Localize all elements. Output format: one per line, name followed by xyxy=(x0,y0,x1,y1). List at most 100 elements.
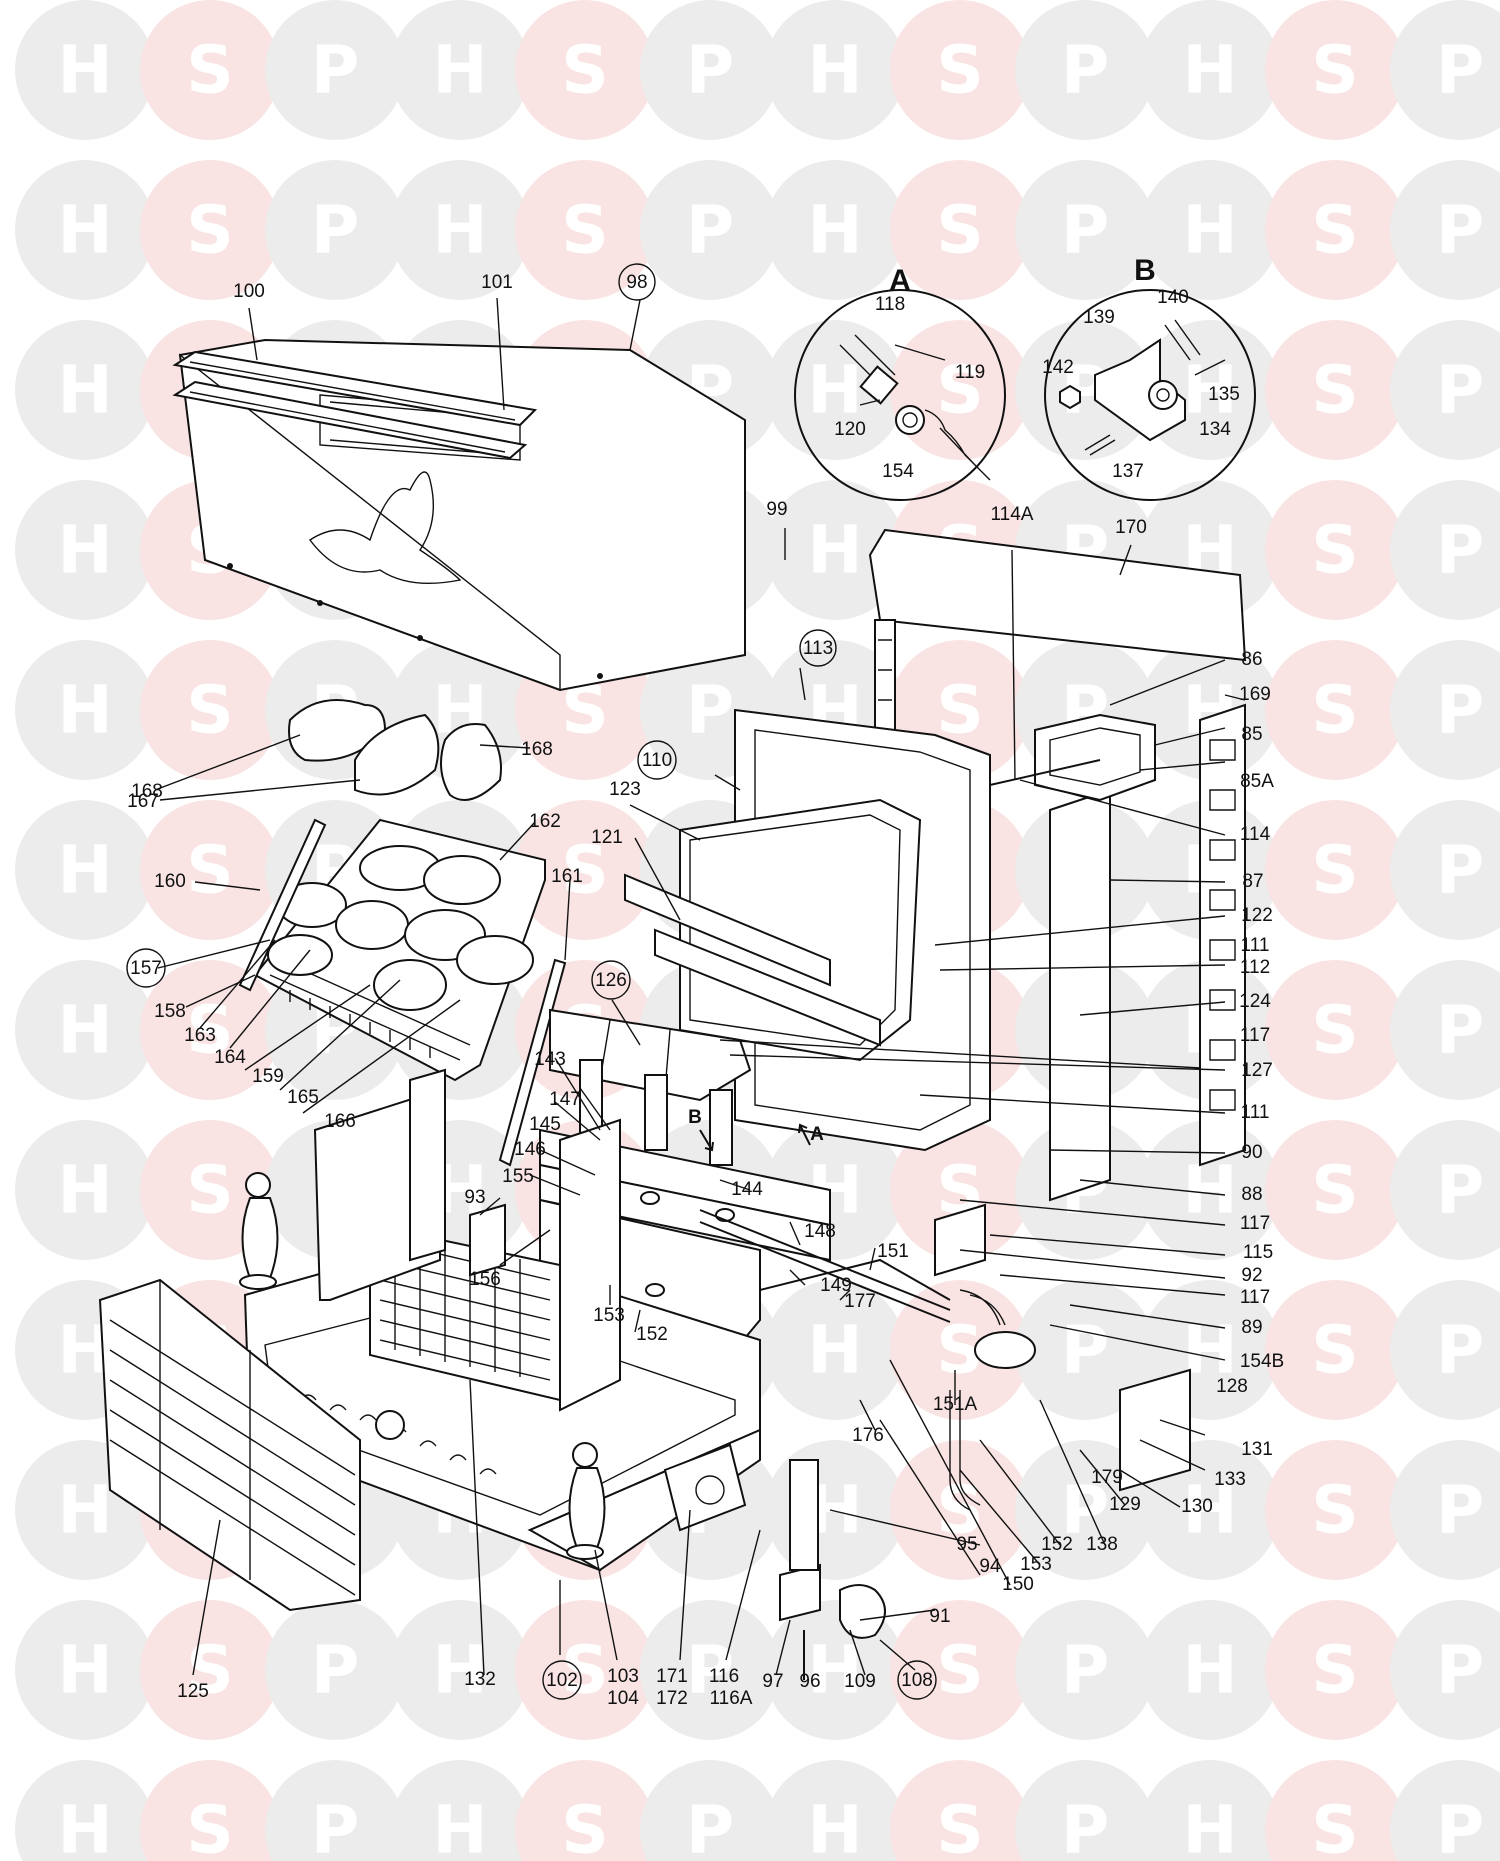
watermark-letter: S xyxy=(1311,32,1359,109)
callout-circle-157 xyxy=(126,948,166,988)
label-103: 103 xyxy=(607,1666,639,1687)
label-96: 96 xyxy=(799,1671,820,1692)
watermark-circle xyxy=(1265,0,1405,140)
label-128: 128 xyxy=(1216,1376,1248,1397)
watermark-circle xyxy=(390,160,530,300)
label-165: 165 xyxy=(287,1087,319,1108)
watermark-letter: S xyxy=(1311,1152,1359,1229)
label-135: 135 xyxy=(1208,384,1240,405)
watermark-circle xyxy=(15,0,155,140)
inset-a-title: A xyxy=(889,264,911,297)
watermark-letter: H xyxy=(1182,32,1237,109)
watermark-letter: H xyxy=(57,1152,112,1229)
watermark-circle xyxy=(1265,1760,1405,1861)
label-153a: 153 xyxy=(1020,1554,1052,1575)
watermark-circle xyxy=(1265,320,1405,460)
watermark-circle xyxy=(765,1760,905,1861)
watermark-letter: H xyxy=(57,832,112,909)
watermark-circle xyxy=(15,800,155,940)
watermark-circle xyxy=(265,0,405,140)
watermark-letter: P xyxy=(1436,32,1484,109)
watermark-letter: S xyxy=(561,1792,609,1861)
label-88: 88 xyxy=(1241,1184,1262,1205)
watermark-letter: S xyxy=(1311,192,1359,269)
gas-valve-assembly xyxy=(934,1203,1191,1511)
label-143: 143 xyxy=(534,1049,566,1070)
watermark-circle xyxy=(390,1760,530,1861)
watermark-letter: H xyxy=(1182,1472,1237,1549)
watermark-letter: P xyxy=(1436,352,1484,429)
label-116: 116 xyxy=(709,1666,739,1687)
watermark-letter: S xyxy=(1311,352,1359,429)
label-131: 131 xyxy=(1241,1439,1273,1460)
label-168b: 168 xyxy=(131,781,163,802)
watermark-letter: S xyxy=(186,1152,234,1229)
label-169: 169 xyxy=(1239,684,1271,705)
label-162: 162 xyxy=(529,811,561,832)
label-127: 127 xyxy=(1241,1060,1273,1081)
label-145: 145 xyxy=(529,1114,561,1135)
watermark-circle xyxy=(140,160,280,300)
watermark-letter: H xyxy=(807,1632,862,1709)
watermark-letter: H xyxy=(432,32,487,109)
label-87: 87 xyxy=(1242,871,1263,892)
watermark-letter: P xyxy=(1436,832,1484,909)
label-89: 89 xyxy=(1241,1317,1262,1338)
label-170: 170 xyxy=(1115,517,1147,538)
watermark-circle xyxy=(890,1120,1030,1260)
watermark-letter: S xyxy=(936,1792,984,1861)
watermark-letter: S xyxy=(186,832,234,909)
label-151a: 151A xyxy=(933,1394,978,1415)
label-125: 125 xyxy=(177,1681,209,1702)
leader-lines xyxy=(154,297,1246,1676)
watermark-letter: H xyxy=(807,192,862,269)
label-154b: 154B xyxy=(1240,1351,1284,1372)
watermark-letter: S xyxy=(186,672,234,749)
watermark-letter: H xyxy=(57,1472,112,1549)
watermark-circle xyxy=(1390,0,1500,140)
label-117a: 117 xyxy=(1240,1025,1270,1046)
fuel-bed-coals xyxy=(267,845,534,1011)
label-139: 139 xyxy=(1083,307,1115,328)
watermark-letter: S xyxy=(1311,832,1359,909)
label-179: 179 xyxy=(1091,1467,1123,1488)
label-93: 93 xyxy=(464,1187,485,1208)
watermark-letter: S xyxy=(1311,512,1359,589)
part-labels: 100 101 98 99 114A 170 113 86 169 85 85A… xyxy=(126,263,1284,1709)
label-86: 86 xyxy=(1241,649,1262,670)
watermark-letter: S xyxy=(561,1632,609,1709)
label-120: 120 xyxy=(834,419,866,440)
watermark-circle xyxy=(765,1280,905,1420)
watermark-circle xyxy=(140,960,280,1100)
watermark-circle xyxy=(1390,1760,1500,1861)
watermark-circle xyxy=(1390,320,1500,460)
watermark-circle xyxy=(640,0,780,140)
label-85a: 85A xyxy=(1240,771,1274,792)
watermark-letter: S xyxy=(1311,992,1359,1069)
label-154: 154 xyxy=(882,461,914,482)
label-111b: 111 xyxy=(1241,1102,1270,1123)
watermark-circle xyxy=(640,1760,780,1861)
watermark-circle xyxy=(1265,800,1405,940)
watermark-circle xyxy=(15,320,155,460)
firebox-frame xyxy=(679,708,991,1152)
watermark-circle xyxy=(140,1600,280,1740)
watermark-letter: H xyxy=(1182,1792,1237,1861)
watermark-letter: P xyxy=(686,1632,734,1709)
watermark-letter: P xyxy=(686,192,734,269)
watermark-letter: P xyxy=(686,32,734,109)
support-legs xyxy=(469,1203,506,1277)
gasket-85 xyxy=(989,713,1156,802)
heat-shields xyxy=(624,873,881,1047)
watermark-circle xyxy=(15,160,155,300)
watermark-circle xyxy=(1265,640,1405,780)
label-133: 133 xyxy=(1214,1469,1246,1490)
label-159: 159 xyxy=(252,1066,284,1087)
watermark-letter: P xyxy=(1436,672,1484,749)
watermark-letter: P xyxy=(1061,1792,1109,1861)
label-115: 115 xyxy=(1243,1242,1273,1263)
label-140: 140 xyxy=(1157,287,1189,308)
watermark-circle xyxy=(1390,800,1500,940)
label-138: 138 xyxy=(1086,1534,1118,1555)
